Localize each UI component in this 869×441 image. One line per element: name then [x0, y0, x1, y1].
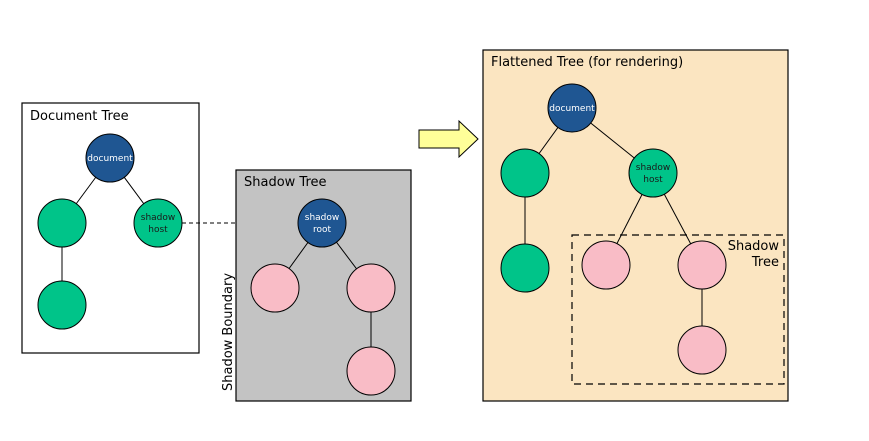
shadow-root-label-line2: root [313, 225, 332, 235]
element-node [37, 198, 87, 248]
flattened-document-node [547, 83, 597, 133]
flattened-tree-background [482, 49, 789, 402]
document-tree-title: Document Tree [30, 109, 129, 124]
shadow-host-node [133, 198, 183, 248]
shadow-tree-panel: Shadow Tree Shadow Boundary shadow root [221, 169, 412, 402]
shadow-node [250, 263, 300, 313]
shadow-host-label-line1: shadow [141, 213, 176, 223]
shadow-tree-title: Shadow Tree [244, 175, 327, 190]
document-node-label: document [87, 154, 133, 164]
shadow-root-node [297, 198, 347, 248]
shadow-root-label-line1: shadow [305, 213, 340, 223]
flattened-document-label: document [549, 104, 595, 114]
shadow-boundary-label: Shadow Boundary [221, 273, 236, 391]
element-node [500, 243, 550, 293]
element-node [500, 148, 550, 198]
arrow-icon [418, 119, 479, 159]
shadow-node [346, 346, 396, 396]
flattened-shadow-label-line2: Tree [751, 255, 779, 270]
shadow-node [581, 240, 631, 290]
shadow-host-label-line2: host [148, 225, 168, 235]
flattened-host-label-line1: shadow [636, 163, 671, 173]
document-tree-panel: Document Tree document shadow host [21, 102, 200, 354]
flattened-tree-panel: Flattened Tree (for rendering) Shadow Tr… [482, 49, 789, 402]
flattened-shadow-label-line1: Shadow [728, 239, 780, 254]
shadow-node [346, 263, 396, 313]
flattened-tree-title: Flattened Tree (for rendering) [491, 55, 683, 70]
shadow-node [677, 240, 727, 290]
flattened-host-label-line2: host [643, 175, 663, 185]
flattened-shadow-host-node [628, 148, 678, 198]
element-node [37, 280, 87, 330]
shadow-node [677, 325, 727, 375]
document-node [85, 133, 135, 183]
